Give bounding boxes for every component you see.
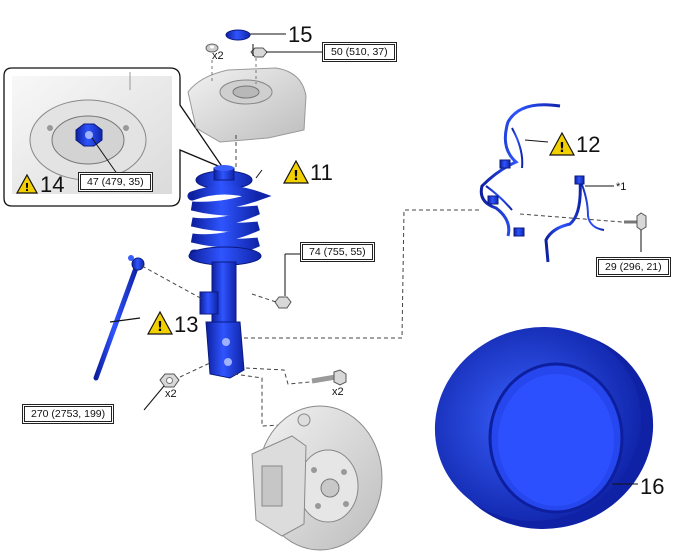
warning-icon: ! [15,173,39,194]
part-number-12: 12 [576,132,601,157]
lower-bolts [233,367,347,427]
lower-nut [143,361,213,411]
upper-cap-15 [225,29,286,41]
warning-icon: ! [282,159,310,184]
svg-text:!: ! [559,141,565,156]
torque-spec-sensor-bolt: 29 (296, 21) [596,257,671,277]
warning-icon: ! [146,310,174,335]
part-number-11: 11 [310,160,333,185]
svg-text:!: ! [157,320,163,335]
quantity-lower-bolt: x2 [332,386,344,398]
torque-value: 74 (755, 55) [302,244,373,260]
torque-spec-inset-nut: 47 (479, 35) [78,172,153,192]
torque-value: 50 (510, 37) [324,44,395,60]
sensor-bolt [624,212,647,252]
note-marker: *1 [616,181,627,193]
part-number-16: 16 [640,474,665,499]
torque-value: 270 (2753, 199) [24,406,113,422]
link-nut [251,253,300,309]
sensor-harness-12 [479,103,614,263]
body-strut-tower [187,58,307,143]
torque-spec-upper-mount: 50 (510, 37) [322,42,397,62]
torque-value: 47 (479, 35) [80,174,151,190]
part-number-13: 13 [174,312,199,337]
part-number-14: 14 [40,172,65,197]
stabilizer-link-13 [93,255,205,381]
warning-icon: ! [548,131,576,156]
brake-disc-assembly [251,405,383,551]
svg-text:!: ! [24,181,29,194]
torque-value: 29 (296, 21) [598,259,669,275]
tire-16 [434,327,654,529]
torque-spec-lower-bolts: 270 (2753, 199) [22,404,115,424]
strut-assembly-11 [187,165,272,379]
part-number-15: 15 [288,22,313,47]
torque-spec-link-nut: 74 (755, 55) [300,242,375,262]
quantity-upper-nut: x2 [212,50,224,62]
svg-text:!: ! [293,169,299,184]
quantity-lower-nut: x2 [165,388,177,400]
